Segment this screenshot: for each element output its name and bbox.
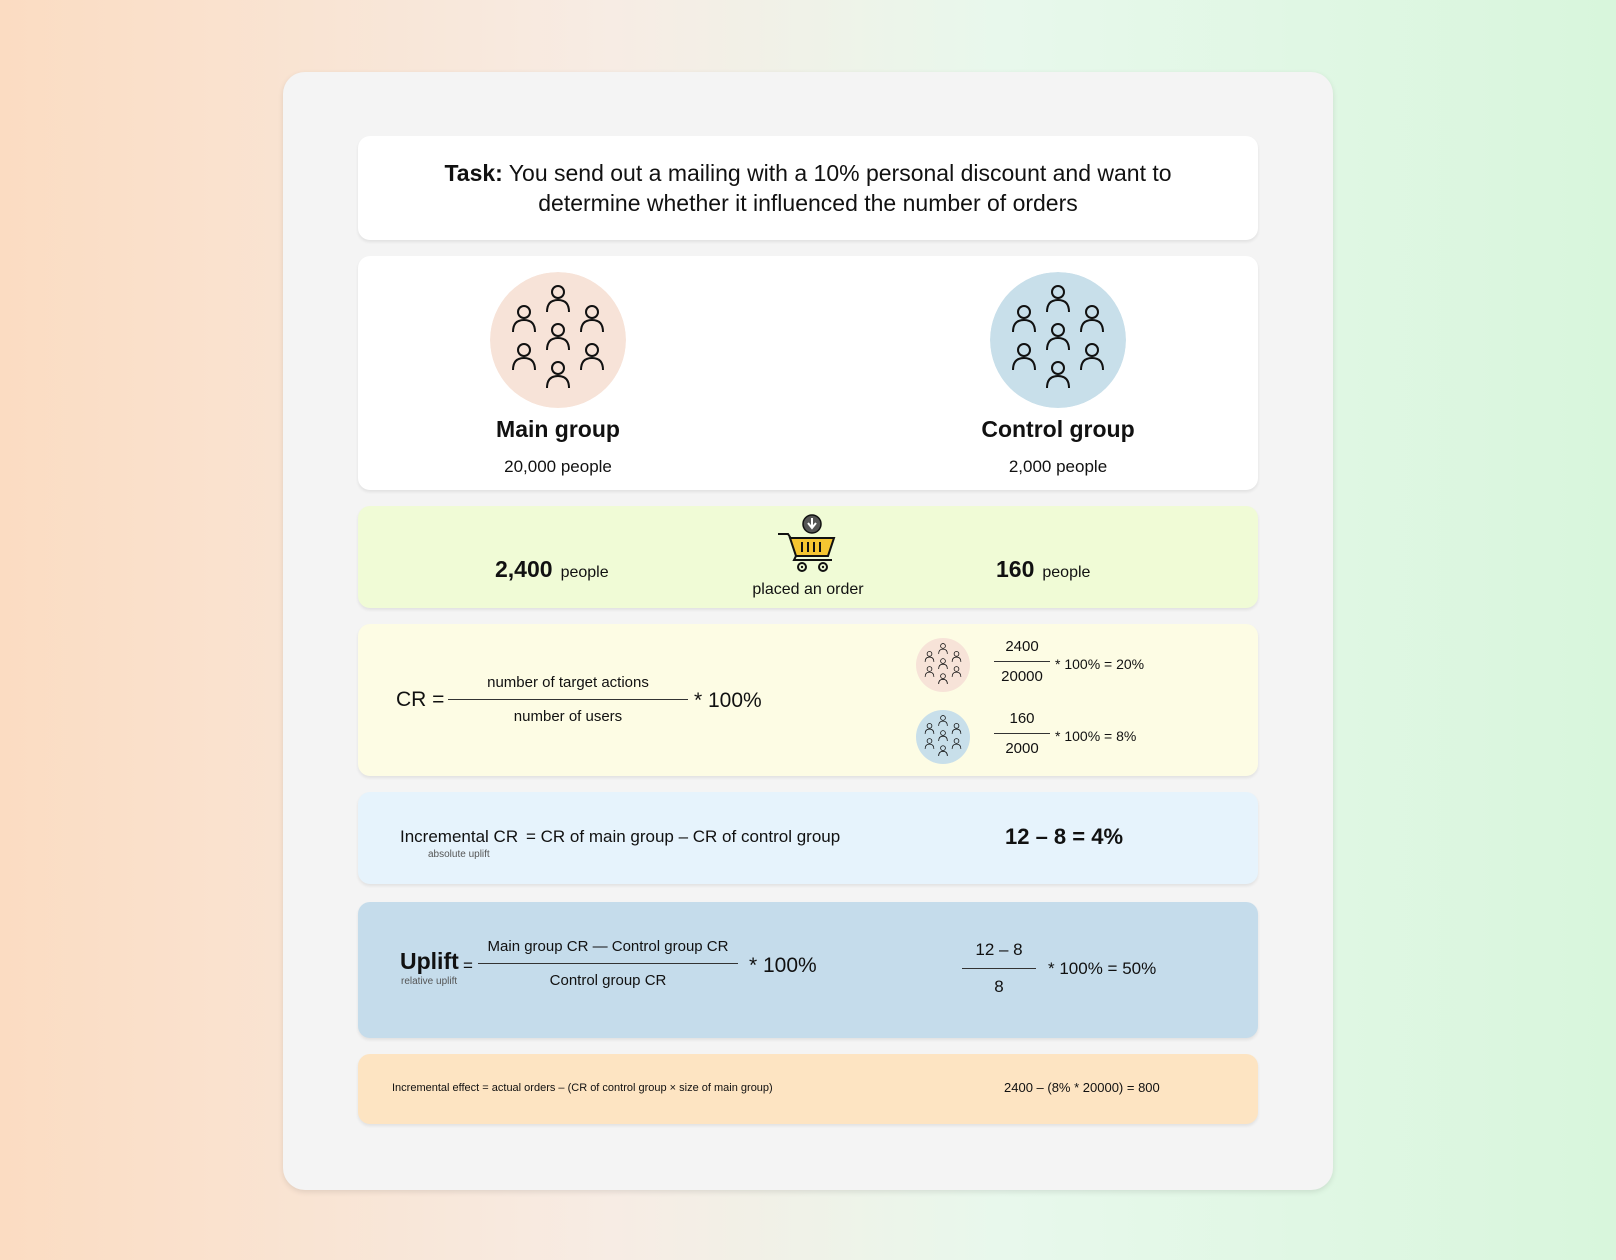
infographic-panel: Task: You send out a mailing with a 10% … — [283, 72, 1333, 1190]
control-group-small-icon — [916, 710, 970, 764]
uplift-example-bar — [962, 968, 1036, 969]
person-icon — [512, 305, 536, 333]
uplift-denominator: Control group CR — [549, 972, 667, 989]
person-icon — [951, 738, 962, 749]
person-icon — [1046, 323, 1070, 351]
person-icon — [951, 723, 962, 734]
cr-control-denominator: 2000 — [1005, 740, 1039, 757]
order-cart: placed an order — [728, 512, 888, 599]
cr-fraction-bar — [448, 699, 688, 700]
task-description: You send out a mailing with a 10% person… — [502, 160, 1172, 216]
task-text: Task: You send out a mailing with a 10% … — [418, 158, 1198, 218]
person-icon — [1012, 343, 1036, 371]
person-icon — [580, 305, 604, 333]
uplift-example-denominator: 8 — [994, 977, 1004, 996]
person-icon — [546, 361, 570, 389]
person-icon — [1046, 285, 1070, 313]
control-group-name: Control group — [981, 416, 1135, 442]
control-group-size: 2,000 people — [1008, 457, 1108, 476]
person-icon — [924, 738, 935, 749]
main-orders: 2,400 people — [495, 556, 609, 583]
person-icon — [546, 323, 570, 351]
cr-control-numerator: 160 — [1009, 710, 1035, 727]
uplift-note: relative uplift — [401, 976, 458, 987]
control-orders: 160 people — [996, 556, 1090, 583]
uplift-label: Uplift — [400, 948, 459, 974]
person-icon — [951, 651, 962, 662]
uplift-multiplier: * 100% — [749, 954, 817, 977]
incremental-cr-note: absolute uplift — [428, 849, 490, 860]
incremental-cr-label: Incremental CR — [400, 827, 519, 846]
orders-card: 2,400 people placed an order 160 people — [358, 506, 1258, 608]
person-icon — [1080, 305, 1104, 333]
cr-label: CR = — [396, 688, 445, 711]
cr-main-denominator: 20000 — [1001, 668, 1043, 685]
task-label: Task: — [444, 160, 503, 186]
shopping-cart-icon — [778, 514, 836, 572]
cr-main-bar — [994, 661, 1050, 662]
cr-control-fraction: 160 2000 — [994, 710, 1050, 757]
cr-main-result: * 100% = 20% — [1055, 656, 1145, 672]
person-icon — [938, 658, 948, 669]
person-icon — [938, 730, 948, 741]
incremental-cr-example: 12 – 8 = 4% — [1005, 824, 1124, 849]
main-group-people-icon — [490, 272, 626, 408]
uplift-equals: = — [463, 956, 473, 975]
incremental-effect-card: Incremental effect = actual orders – (CR… — [358, 1054, 1258, 1124]
person-icon — [938, 643, 948, 654]
cr-control-bar — [994, 733, 1050, 734]
groups-card: Main group 20,000 people Control group 2… — [358, 256, 1258, 490]
person-icon — [546, 285, 570, 313]
task-card: Task: You send out a mailing with a 10% … — [358, 136, 1258, 240]
conversion-rate-card: CR = number of target actions number of … — [358, 624, 1258, 776]
cr-numerator: number of target actions — [487, 674, 649, 691]
uplift-numerator: Main group CR — Control group CR — [487, 938, 729, 955]
cr-denominator: number of users — [513, 708, 623, 725]
cr-multiplier: * 100% — [694, 689, 762, 712]
uplift-card: Uplift relative uplift = Main group CR —… — [358, 902, 1258, 1038]
person-icon — [1080, 343, 1104, 371]
person-icon — [580, 343, 604, 371]
person-icon — [1046, 361, 1070, 389]
main-group-small-icon — [916, 638, 970, 692]
cr-control-result: * 100% = 8% — [1055, 728, 1137, 744]
person-icon — [924, 723, 935, 734]
main-group-name: Main group — [496, 416, 620, 442]
incremental-cr-card: Incremental CR absolute uplift = CR of m… — [358, 792, 1258, 884]
main-orders-count: 2,400 — [495, 556, 553, 582]
control-orders-unit: people — [1042, 564, 1091, 581]
cr-fraction: number of target actions number of users — [448, 674, 688, 725]
uplift-example-result: * 100% = 50% — [1048, 959, 1157, 978]
uplift-example-fraction: 12 – 8 8 — [962, 940, 1036, 997]
control-group-people-icon — [990, 272, 1126, 408]
control-orders-count: 160 — [996, 556, 1035, 582]
incremental-cr-formula: = CR of main group – CR of control group — [526, 827, 841, 846]
cr-main-fraction: 2400 20000 — [994, 638, 1050, 685]
person-icon — [951, 666, 962, 677]
uplift-fraction: Main group CR — Control group CR Control… — [478, 938, 738, 989]
person-icon — [938, 745, 948, 757]
person-icon — [1012, 305, 1036, 333]
person-icon — [938, 715, 948, 726]
control-group: Control group 2,000 people — [948, 272, 1168, 477]
uplift-fraction-bar — [478, 963, 738, 964]
incremental-effect-example: 2400 – (8% * 20000) = 800 — [1004, 1080, 1160, 1095]
uplift-example-numerator: 12 – 8 — [975, 940, 1023, 959]
person-icon — [924, 651, 935, 662]
person-icon — [924, 666, 935, 677]
main-group-size: 20,000 people — [504, 457, 612, 476]
cr-main-numerator: 2400 — [1005, 638, 1039, 655]
main-orders-unit: people — [560, 564, 609, 581]
main-group: Main group 20,000 people — [448, 272, 668, 477]
incremental-effect-formula: Incremental effect = actual orders – (CR… — [392, 1082, 773, 1094]
person-icon — [938, 673, 948, 685]
person-icon — [512, 343, 536, 371]
order-label: placed an order — [752, 581, 864, 598]
